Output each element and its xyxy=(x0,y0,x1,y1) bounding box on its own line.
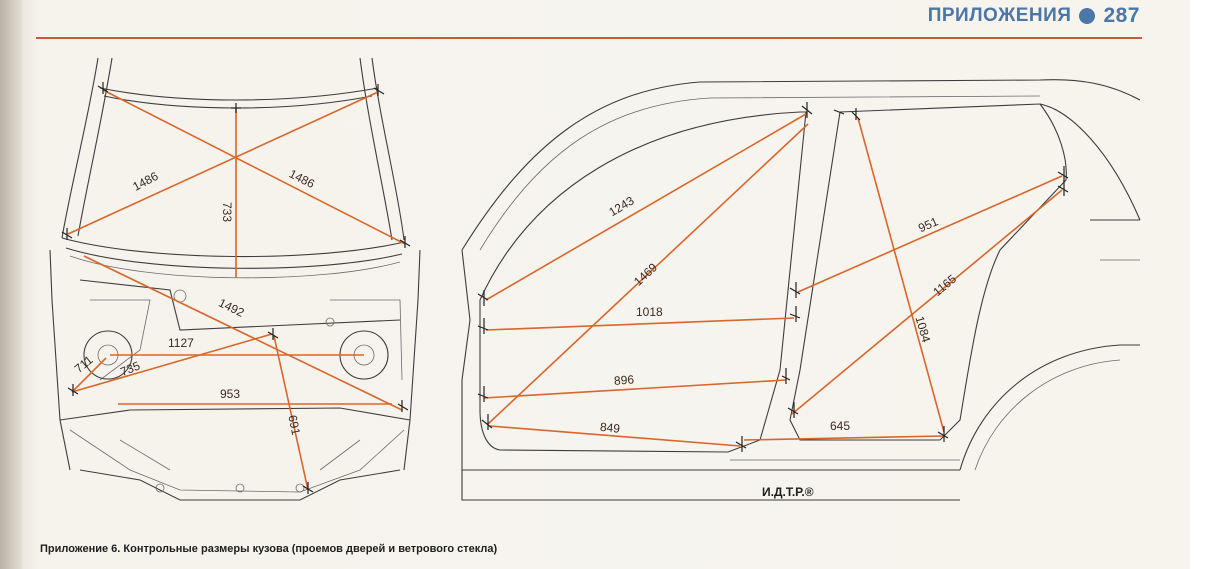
watermark: И.Д.Т.Р.® xyxy=(762,485,814,499)
measure-line xyxy=(485,113,807,301)
page-number: 287 xyxy=(1103,4,1140,27)
measure-line xyxy=(797,175,1063,293)
dim-label: 733 xyxy=(220,202,234,222)
side-marks xyxy=(477,102,1069,452)
measure-line xyxy=(71,357,107,393)
measure-line xyxy=(67,91,379,235)
dim-label: 1018 xyxy=(636,305,663,319)
section-title: ПРИЛОЖЕНИЯ xyxy=(927,5,1072,26)
page-header: ПРИЛОЖЕНИЯ 287 xyxy=(928,4,1140,28)
dim-label: 1492 xyxy=(216,296,246,320)
measure-line xyxy=(485,317,795,331)
front-marks xyxy=(61,82,411,494)
page-binding-shadow xyxy=(0,0,22,569)
measure-line xyxy=(791,189,1063,415)
header-dot-icon xyxy=(1079,8,1096,24)
measure-line xyxy=(489,425,741,447)
measure-line xyxy=(483,379,787,399)
dim-label: 645 xyxy=(830,419,850,433)
dim-label: 1127 xyxy=(168,336,194,350)
side-measurement-lines xyxy=(483,113,1063,447)
dim-label: 896 xyxy=(614,372,635,387)
figure-caption: Приложение 6. Контрольные размеры кузова… xyxy=(40,543,498,555)
front-body-drawing xyxy=(49,57,421,501)
dim-label: 953 xyxy=(220,387,240,401)
measure-line xyxy=(273,335,309,491)
side-body-drawing xyxy=(461,79,1141,501)
front-dimension-labels: 1486 1486 733 1492 1127 735 711 953 691 xyxy=(72,167,317,437)
measure-line xyxy=(743,435,945,441)
dim-label: 1165 xyxy=(930,272,959,300)
measure-line xyxy=(487,123,809,425)
dim-label: 691 xyxy=(285,414,303,437)
front-measurement-lines xyxy=(67,89,406,491)
dim-label: 735 xyxy=(118,358,142,379)
dim-label: 951 xyxy=(916,214,940,235)
measure-line xyxy=(83,255,403,411)
header-rule xyxy=(36,37,1142,39)
dim-label: 1469 xyxy=(631,260,660,289)
measure-line xyxy=(857,117,945,433)
side-dimension-labels: 1243 1469 1018 896 849 951 1165 1084 645 xyxy=(599,193,959,436)
page-margin-strip xyxy=(1190,0,1218,569)
measure-line xyxy=(71,333,273,393)
dim-label: 1486 xyxy=(130,169,160,194)
dim-label: 849 xyxy=(599,420,621,436)
dim-label: 1486 xyxy=(287,167,317,192)
measure-line xyxy=(102,89,406,245)
